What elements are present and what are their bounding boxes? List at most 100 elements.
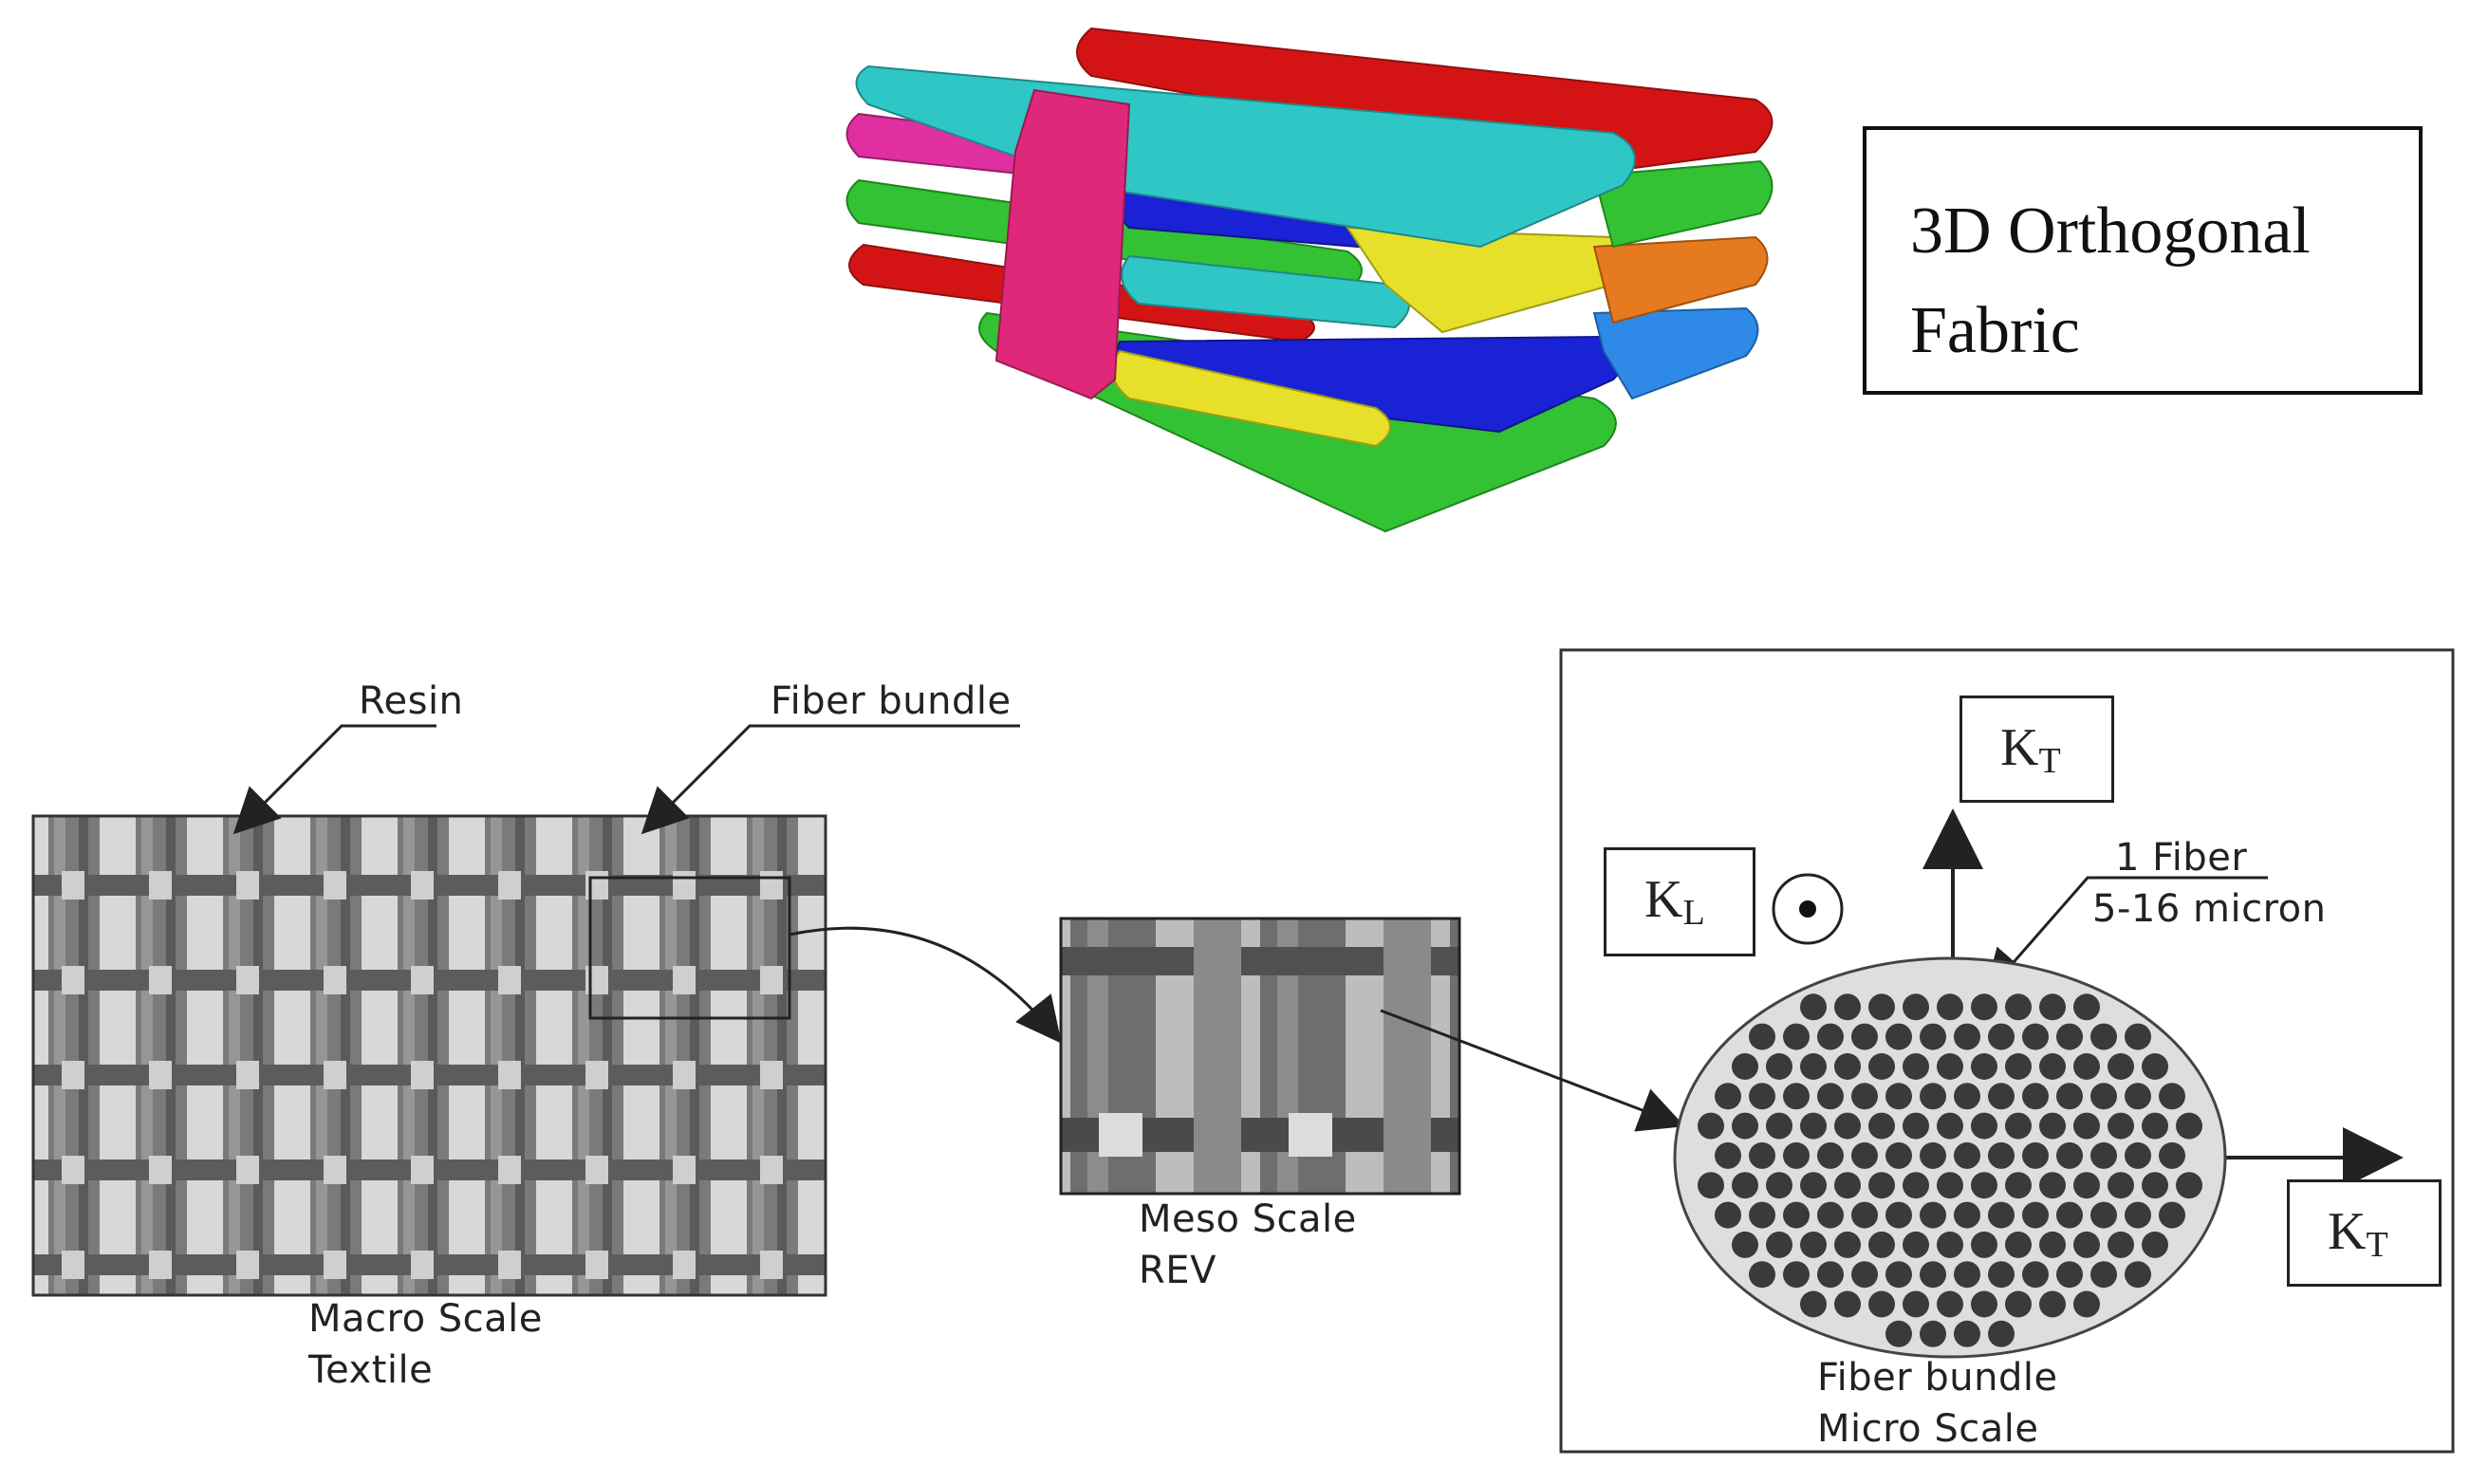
meso-scale-label: Meso Scale REV [1139, 1194, 1357, 1296]
fiber-dot [1885, 1201, 1912, 1229]
fiber-dot [1903, 993, 1929, 1021]
fiber-dot [1817, 1261, 1844, 1289]
fiber-dot [1868, 1053, 1895, 1080]
fiber-bundle-label: Fiber bundle [771, 679, 1012, 723]
fiber-dot [2039, 993, 2066, 1021]
fiber-dot [2039, 1290, 2066, 1318]
fiber-dot [1851, 1023, 1878, 1050]
fiber-dot [1800, 1112, 1827, 1140]
bundle-line2: Micro Scale [1817, 1407, 2039, 1451]
fiber-dot [2039, 1053, 2066, 1080]
binder-yarn-pink [994, 88, 1131, 400]
macro-scale-label: Macro Scale Textile [308, 1293, 543, 1396]
fiber-dot [2108, 1231, 2134, 1258]
fiber-dot [2022, 1141, 2049, 1169]
fiber-dot [2108, 1172, 2134, 1199]
fiber-dot [1971, 993, 1997, 1021]
fiber-dot [1903, 1172, 1929, 1199]
fiber-dot [1920, 1141, 1946, 1169]
fiber-dot [2142, 1053, 2168, 1080]
fiber-dot [1937, 1231, 1963, 1258]
fiber-dot [1971, 1172, 1997, 1199]
fiber-dot [2005, 1112, 2032, 1140]
fiber-dot [2005, 1172, 2032, 1199]
fiber-dot [1868, 1172, 1895, 1199]
fiber-dot [1937, 1112, 1963, 1140]
fabric-title-line1: 3D Orthogonal [1910, 195, 2311, 268]
fiber-dot [1868, 1112, 1895, 1140]
fiber-dot [1817, 1023, 1844, 1050]
fiber-dot [1920, 1023, 1946, 1050]
fiber-dot [2108, 1112, 2134, 1140]
fiber-dot [1715, 1083, 1741, 1110]
fiber-dot [1732, 1053, 1758, 1080]
fiber-dot [1954, 1083, 1980, 1110]
fiber-dot [1988, 1320, 2015, 1347]
fiber-dot [2039, 1112, 2066, 1140]
fiber-dot [1715, 1141, 1741, 1169]
fiber-dot [2022, 1201, 2049, 1229]
fiber-dot [1851, 1261, 1878, 1289]
fiber-dot [1834, 1231, 1861, 1258]
fiber-dot [2125, 1201, 2151, 1229]
fiber-dot [1988, 1141, 2015, 1169]
fiber-line1: 1 Fiber [2115, 836, 2248, 880]
meso-line2: REV [1139, 1249, 1216, 1292]
yarn-green-right [1592, 159, 1774, 249]
fiber-dot [2073, 1231, 2100, 1258]
fiber-dot [1749, 1023, 1775, 1050]
macro-to-meso-arrow [789, 926, 1062, 1044]
fiber-dot [2176, 1112, 2202, 1140]
fiber-dot [1903, 1290, 1929, 1318]
fiber-dot [1885, 1023, 1912, 1050]
fiber-dot [1885, 1083, 1912, 1110]
meso-rev-image [1059, 917, 1461, 1196]
fiber-dot [2005, 1053, 2032, 1080]
fiber-leader [1984, 876, 2268, 996]
fiber-dot [1817, 1141, 1844, 1169]
fiber-dot [1920, 1261, 1946, 1289]
fiber-dot [2090, 1141, 2117, 1169]
fiber-dot [2176, 1172, 2202, 1199]
kt-top-box: KT [1959, 696, 2114, 803]
fiber-dot [1920, 1201, 1946, 1229]
fiber-dot [1903, 1231, 1929, 1258]
fiber-dot [2073, 993, 2100, 1021]
kt-right-symbol: KT [2328, 1202, 2388, 1265]
fiber-dot [2056, 1083, 2083, 1110]
fiber-dot [2022, 1261, 2049, 1289]
fiber-dot [1834, 1053, 1861, 1080]
macro-line2: Textile [308, 1348, 434, 1392]
kl-box: KL [1604, 847, 1755, 956]
fiber-dot [2056, 1201, 2083, 1229]
fiber-dot [2005, 1231, 2032, 1258]
fiber-dot [1971, 1231, 1997, 1258]
fiber-dot [1698, 1112, 1724, 1140]
fiber-dot [1800, 993, 1827, 1021]
fiber-dot [1971, 1290, 1997, 1318]
fiber-dot [1954, 1141, 1980, 1169]
fiber-dot [1834, 1290, 1861, 1318]
fiber-dot [1988, 1261, 2015, 1289]
fiber-dot [1937, 1172, 1963, 1199]
fiber-line2: 5-16 micron [2092, 887, 2327, 931]
fiber-dot [1783, 1023, 1810, 1050]
fiber-dot [1783, 1083, 1810, 1110]
fiber-dot [1749, 1261, 1775, 1289]
fiber-dot [2022, 1083, 2049, 1110]
fiber-dot [2159, 1141, 2185, 1169]
yarn-orange-right [1592, 235, 1769, 325]
fiber-dot [1800, 1290, 1827, 1318]
bundle-line1: Fiber bundle [1817, 1356, 2058, 1400]
fiber-dot [1988, 1083, 2015, 1110]
fiber-dot [1732, 1231, 1758, 1258]
fiber-dot [1766, 1112, 1792, 1140]
meso-line1: Meso Scale [1139, 1197, 1357, 1241]
fiber-dot [2073, 1053, 2100, 1080]
fiber-dot [1834, 1112, 1861, 1140]
fiber-dot [1783, 1261, 1810, 1289]
fiber-dot [1834, 993, 1861, 1021]
kl-symbol: KL [1644, 870, 1705, 933]
fiber-dot [2073, 1172, 2100, 1199]
